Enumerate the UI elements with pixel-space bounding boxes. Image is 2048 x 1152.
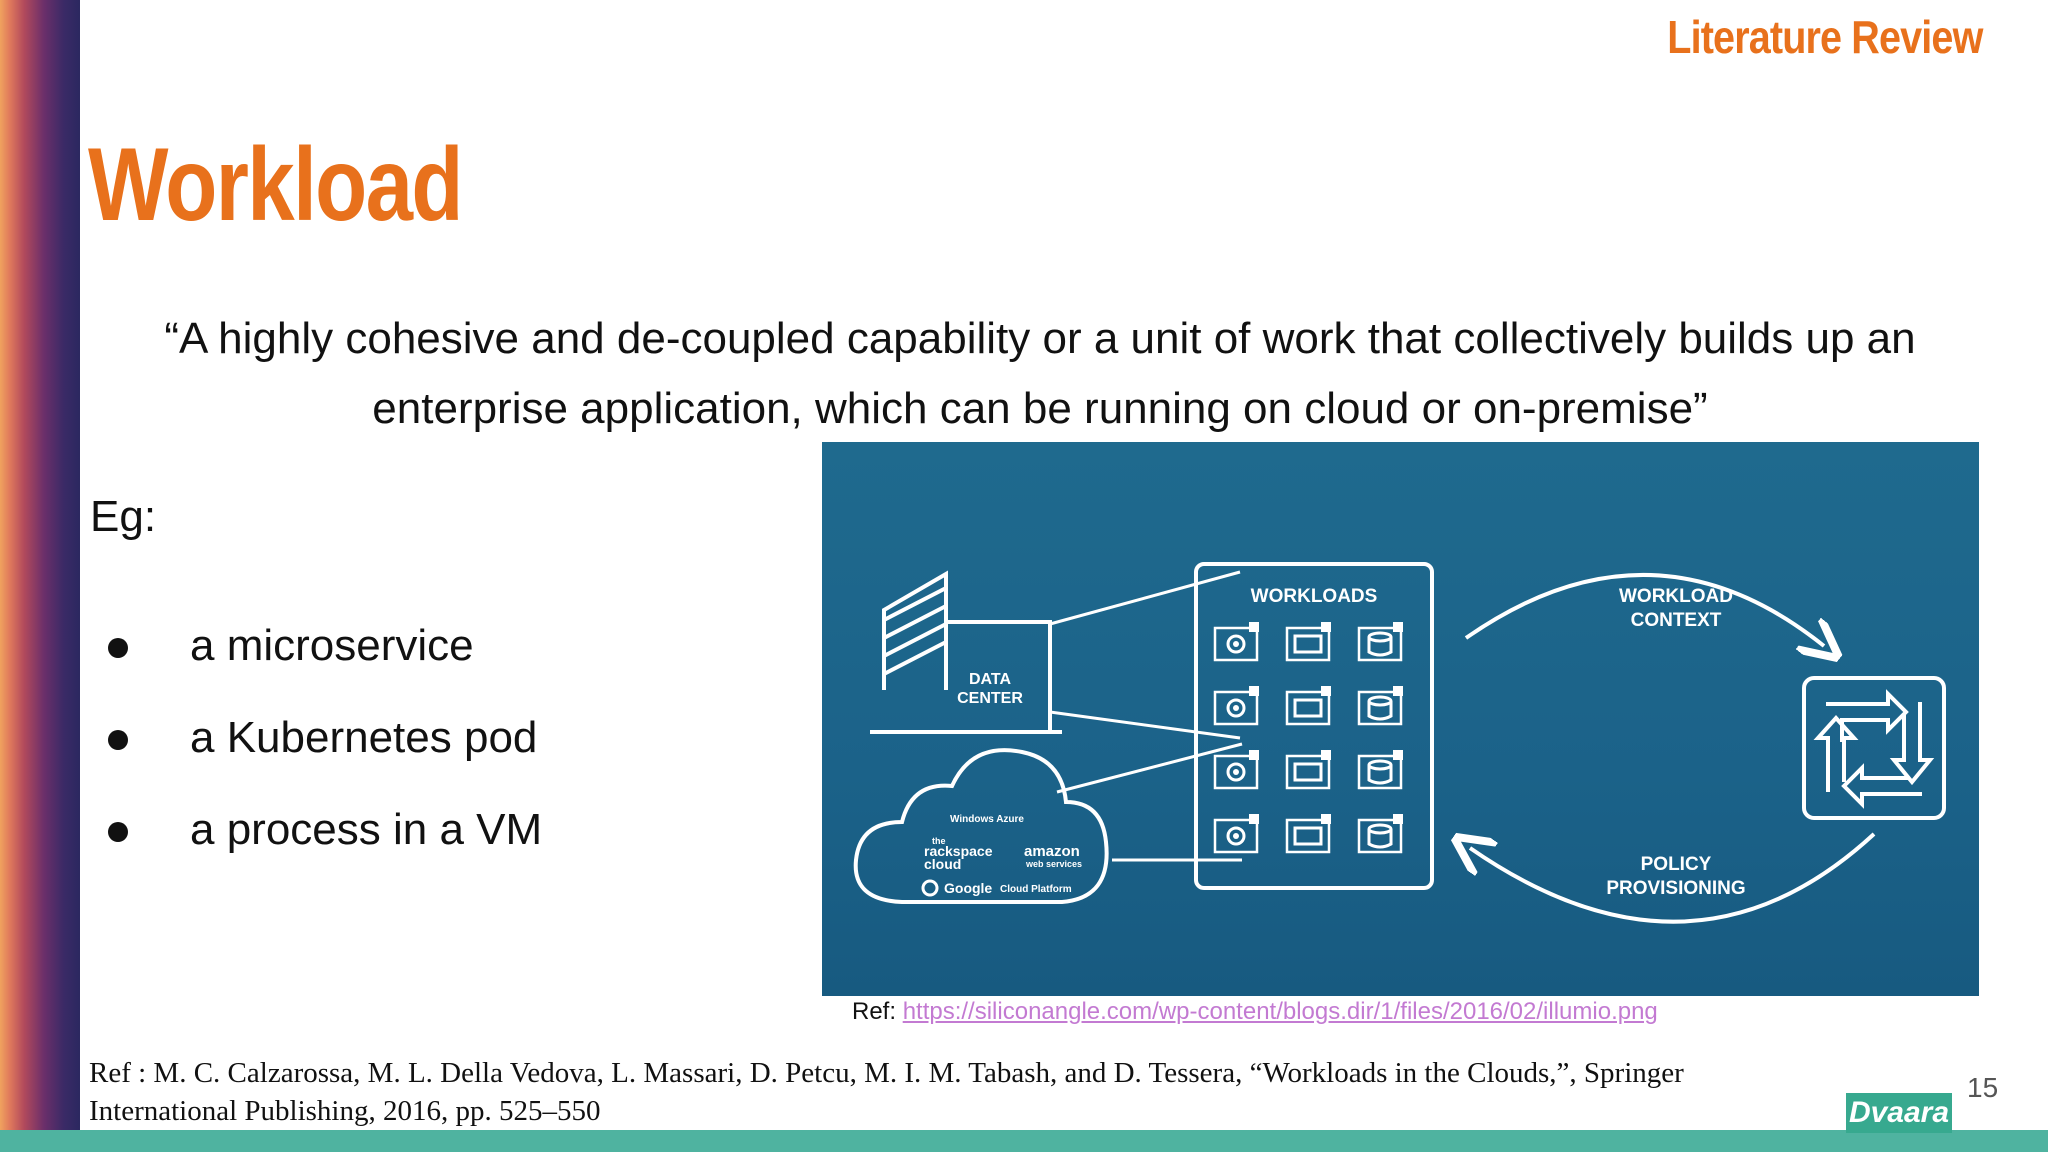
cloud-google: Google <box>944 880 992 896</box>
gear-icon <box>1213 684 1261 726</box>
bullet-icon <box>108 730 128 750</box>
list-item: a process in a VM <box>108 784 542 876</box>
bullet-icon <box>108 822 128 842</box>
arc-arrow-top <box>1464 572 1824 646</box>
gear-icon <box>1213 812 1261 854</box>
section-label: Literature Review <box>1666 11 1983 63</box>
connector-lines <box>1049 570 1243 862</box>
bullet-icon <box>108 638 128 658</box>
database-icon <box>1357 620 1405 662</box>
workloads-panel <box>1194 562 1434 890</box>
policy-label-2: PROVISIONING <box>1606 878 1745 899</box>
window-icon <box>1285 748 1333 790</box>
cycle-icon <box>1802 676 1946 820</box>
workload-diagram: DATA CENTER Windows Azure the rackspace … <box>822 442 1979 996</box>
data-center-label-1: DATA <box>969 671 1012 688</box>
cloud-icon <box>853 748 1109 904</box>
image-reference-link[interactable]: https://siliconangle.com/wp-content/blog… <box>902 998 1658 1025</box>
google-icon <box>921 879 939 897</box>
database-icon <box>1357 684 1405 726</box>
slide-title: Workload <box>88 127 463 243</box>
list-item-text: a microservice <box>190 621 474 670</box>
workload-context-label-1: WORKLOAD <box>1619 586 1733 607</box>
database-icon <box>1357 812 1405 854</box>
examples-label: Eg: <box>90 492 157 541</box>
policy-label-1: POLICY <box>1641 854 1712 875</box>
gear-icon <box>1213 620 1261 662</box>
gear-icon <box>1213 748 1261 790</box>
cloud-rackspace-1: rackspace <box>924 843 993 859</box>
data-center-label-2: CENTER <box>957 690 1023 707</box>
list-item-text: a process in a VM <box>190 805 543 854</box>
image-reference: Ref: https://siliconangle.com/wp-content… <box>852 998 1658 1026</box>
cloud-windows-azure: Windows Azure <box>950 814 1024 825</box>
page-number: 15 <box>1967 1072 1999 1103</box>
definition-quote: “A highly cohesive and de-coupled capabi… <box>164 314 1916 433</box>
workload-grid <box>1213 620 1405 854</box>
cloud-rackspace-small: the <box>932 836 946 846</box>
examples-list: a microservice a Kubernetes pod a proces… <box>108 600 542 876</box>
left-gradient-bar <box>0 0 80 1152</box>
bottom-accent-bar <box>0 1130 2048 1152</box>
citation: Ref : M. C. Calzarossa, M. L. Della Vedo… <box>89 1057 1684 1127</box>
list-item: a Kubernetes pod <box>108 692 542 784</box>
list-item-text: a Kubernetes pod <box>190 713 538 762</box>
cloud-amazon-1: amazon <box>1024 843 1080 860</box>
cloud-amazon-2: web services <box>1025 859 1082 869</box>
window-icon <box>1285 620 1333 662</box>
arc-arrow-bottom <box>1470 834 1876 924</box>
cloud-google-platform: Cloud Platform <box>1000 884 1072 895</box>
list-item: a microservice <box>108 600 542 692</box>
diagram-svg: DATA CENTER Windows Azure the rackspace … <box>853 562 1946 924</box>
workloads-label: WORKLOADS <box>1251 586 1378 607</box>
brand-logo: Dvaara <box>1846 1093 1952 1133</box>
window-icon <box>1285 684 1333 726</box>
workload-context-label-2: CONTEXT <box>1631 610 1722 631</box>
cloud-rackspace-2: cloud <box>924 856 961 872</box>
data-center-icon <box>870 570 1062 734</box>
image-reference-prefix: Ref: <box>852 998 903 1025</box>
window-icon <box>1285 812 1333 854</box>
database-icon <box>1357 748 1405 790</box>
